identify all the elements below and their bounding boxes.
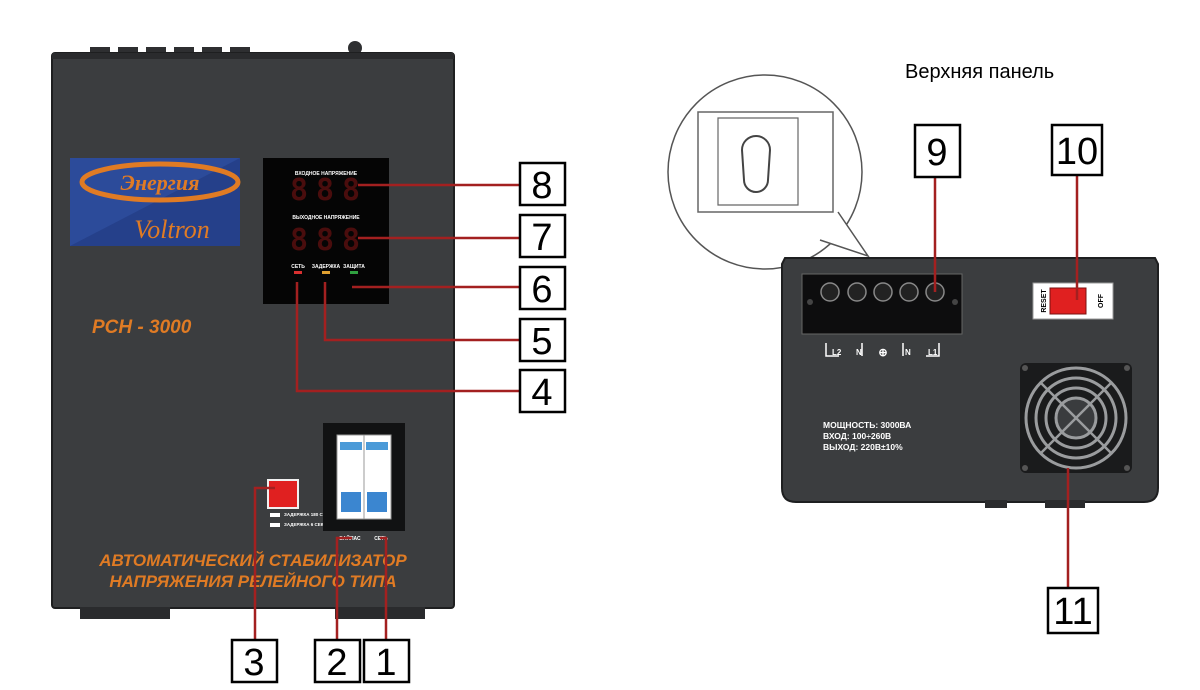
display-panel: ВХОДНОЕ НАПРЯЖЕНИЕ 888 ВЫХОДНОЕ НАПРЯЖЕН… bbox=[263, 158, 389, 304]
svg-text:2: 2 bbox=[326, 642, 347, 684]
svg-text:5: 5 bbox=[531, 321, 552, 363]
callout-1: 1 bbox=[362, 638, 411, 684]
callout-9: 9 bbox=[913, 123, 962, 179]
callout-6: 6 bbox=[518, 265, 567, 311]
output-voltage-label: ВЫХОДНОЕ НАПРЯЖЕНИЕ bbox=[292, 215, 360, 221]
svg-text:9: 9 bbox=[926, 132, 947, 174]
delay-6-label: ЗАДЕРЖКА 6 СЕКУНД bbox=[284, 522, 334, 527]
foot-left bbox=[80, 607, 170, 619]
output-voltage-digits: 888 bbox=[290, 223, 360, 258]
front-leader-lines bbox=[253, 183, 520, 640]
breaker-set-toggle[interactable] bbox=[367, 492, 387, 512]
terminal-label-ground: ⊕ bbox=[878, 347, 887, 359]
cooling-fan bbox=[1020, 363, 1132, 473]
circuit-breaker: БАЙПАС СЕТЬ bbox=[323, 423, 405, 542]
svg-text:6: 6 bbox=[531, 269, 552, 311]
callout-11: 11 bbox=[1046, 586, 1100, 635]
led-label-delay: ЗАДЕРЖКА bbox=[312, 264, 341, 270]
terminal-label-l2: L2 bbox=[832, 348, 842, 357]
terminal-label-l1: L1 bbox=[928, 348, 938, 357]
callout-2: 2 bbox=[313, 638, 362, 684]
front-view: Энергия Voltron РСН - 3000 ВХОДНОЕ НАПРЯ… bbox=[51, 41, 520, 640]
top-leader-lines bbox=[933, 175, 1079, 588]
svg-text:1: 1 bbox=[375, 642, 396, 684]
led-delay bbox=[322, 271, 330, 274]
terminal-label-n2: N bbox=[905, 348, 911, 357]
svg-text:11: 11 bbox=[1053, 591, 1092, 633]
delay-button-group: ЗАДЕРЖКА 180 СЕКУНД ЗАДЕРЖКА 6 СЕКУНД bbox=[267, 479, 339, 527]
top-panel-title: Верхняя панель bbox=[905, 61, 1054, 83]
led-protect bbox=[350, 271, 358, 274]
led-label-set: СЕТЬ bbox=[291, 264, 305, 270]
delay-180-label: ЗАДЕРЖКА 180 СЕКУНД bbox=[284, 512, 339, 517]
brand-logo: Энергия Voltron bbox=[70, 158, 241, 246]
bottom-line-1: АВТОМАТИЧЕСКИЙ СТАБИЛИЗАТОР bbox=[98, 550, 407, 570]
mount-detail-magnifier bbox=[667, 74, 870, 270]
top-connectors bbox=[90, 41, 362, 55]
callout-5: 5 bbox=[518, 317, 567, 363]
brand-top-text: Энергия bbox=[121, 170, 200, 195]
reset-label: RESET bbox=[1041, 289, 1048, 313]
callout-7: 7 bbox=[518, 213, 567, 259]
svg-text:8: 8 bbox=[531, 165, 552, 207]
reset-switch[interactable] bbox=[1049, 287, 1087, 315]
input-voltage-digits: 888 bbox=[290, 173, 360, 208]
input-voltage-label: ВХОДНОЕ НАПРЯЖЕНИЕ bbox=[295, 171, 358, 177]
callout-10: 10 bbox=[1050, 123, 1104, 177]
callout-4: 4 bbox=[518, 368, 567, 414]
delay-button[interactable] bbox=[267, 479, 299, 509]
led-label-protect: ЗАЩИТА bbox=[343, 264, 365, 270]
callout-3: 3 bbox=[230, 638, 279, 684]
svg-text:4: 4 bbox=[531, 372, 552, 414]
spec-power: МОЩНОСТЬ: 3000ВА bbox=[823, 420, 911, 430]
spec-output: ВЫХОД: 220В±10% bbox=[823, 442, 903, 452]
svg-text:10: 10 bbox=[1056, 131, 1098, 173]
brand-bottom-text: Voltron bbox=[134, 215, 210, 244]
spec-input: ВХОД: 100÷260В bbox=[823, 431, 891, 441]
callout-8: 8 bbox=[518, 161, 567, 207]
off-label: OFF bbox=[1098, 293, 1105, 308]
svg-text:7: 7 bbox=[531, 217, 552, 259]
top-panel-view: Верхняя панель L2 N bbox=[667, 61, 1159, 588]
bottom-line-2: НАПРЯЖЕНИЯ РЕЛЕЙНОГО ТИПА bbox=[109, 571, 396, 591]
led-set bbox=[294, 271, 302, 274]
breaker-bypass-toggle[interactable] bbox=[341, 492, 361, 512]
terminal-label-n1: N bbox=[856, 348, 862, 357]
reset-switch-group: RESET OFF bbox=[1032, 282, 1114, 320]
keyhole-slot bbox=[740, 135, 772, 193]
foot-right bbox=[335, 607, 425, 619]
svg-text:3: 3 bbox=[243, 642, 264, 684]
model-label: РСН - 3000 bbox=[92, 317, 192, 338]
